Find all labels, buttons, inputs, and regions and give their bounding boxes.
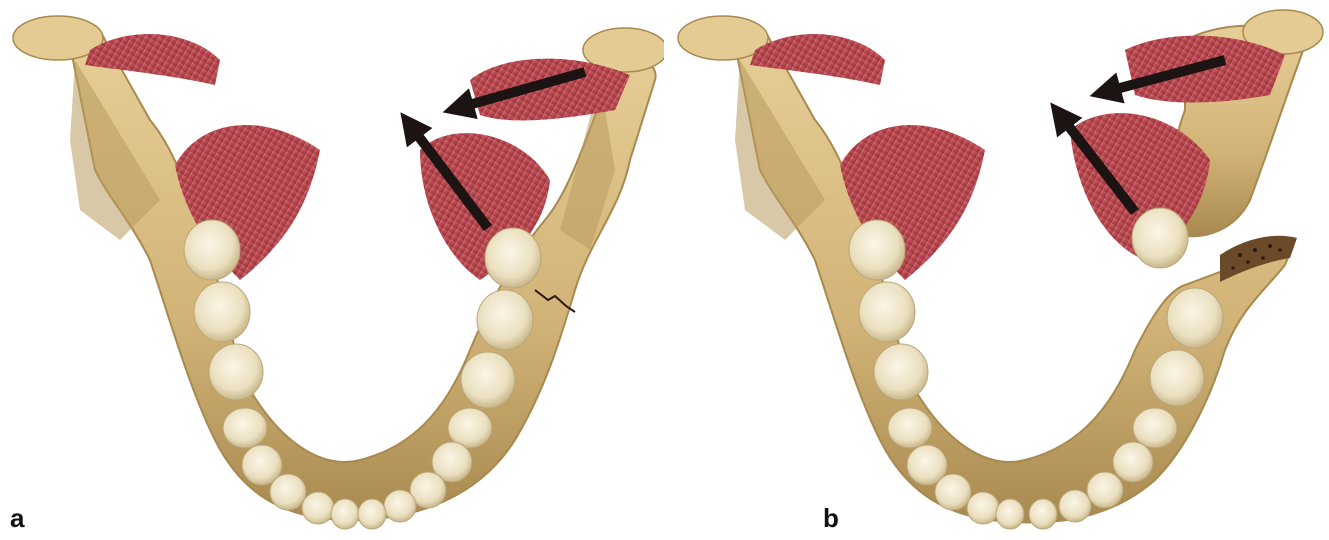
mandible-illustration-b xyxy=(665,0,1329,540)
right-lateral-pterygoid-muscle xyxy=(470,59,630,121)
panel-a: a xyxy=(0,0,664,540)
panel-b: b xyxy=(665,0,1329,540)
displaced-molar xyxy=(1132,208,1188,268)
panel-label-a: a xyxy=(10,503,24,534)
mandible-illustration-a xyxy=(0,0,664,540)
panel-label-b: b xyxy=(823,503,839,534)
